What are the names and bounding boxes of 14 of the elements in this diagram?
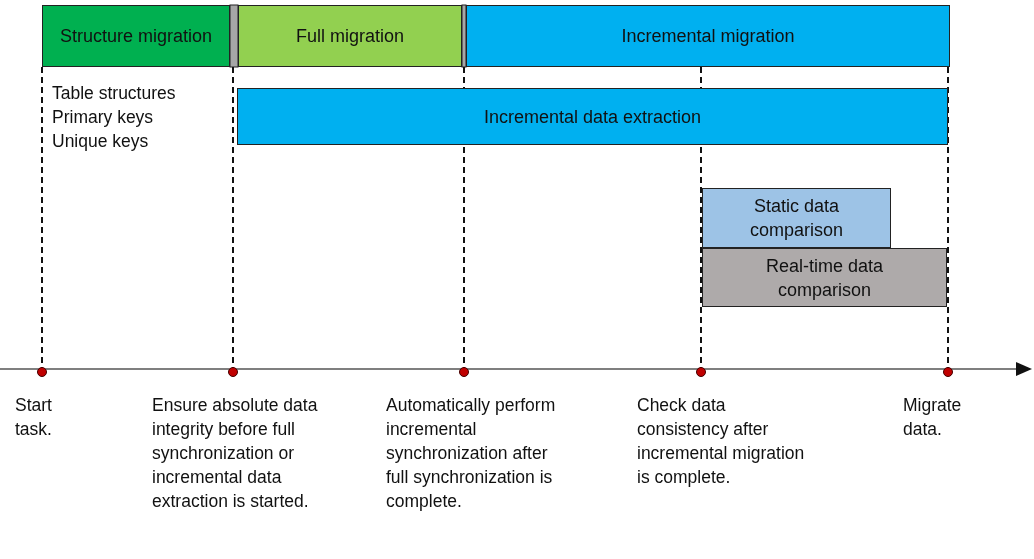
milestone-text: Ensure absolute data integrity before full synchronization or incremental data extraction is started. [152, 394, 319, 513]
milestone-text: Automatically perform incremental synchronization after full synchronization is complete. [386, 394, 557, 513]
phase-bar: Full migration [238, 5, 462, 67]
phase-bar: Real-time data comparison [702, 248, 947, 307]
milestone-text: Start task. [15, 394, 53, 441]
scope-item: Primary keys [52, 106, 155, 129]
phase-bar: Structure migration [42, 5, 230, 67]
milestone-text: Migrate data. [903, 394, 963, 441]
scope-item: Unique keys [52, 130, 150, 153]
scope-item: Table structures [52, 82, 177, 105]
milestone-text: Check data consistency after incremental migration is complete. [637, 394, 806, 489]
phase-bar: Incremental migration [466, 5, 950, 67]
phase-bar: Static data comparison [702, 188, 891, 248]
phase-bar: Incremental data extraction [237, 88, 948, 145]
